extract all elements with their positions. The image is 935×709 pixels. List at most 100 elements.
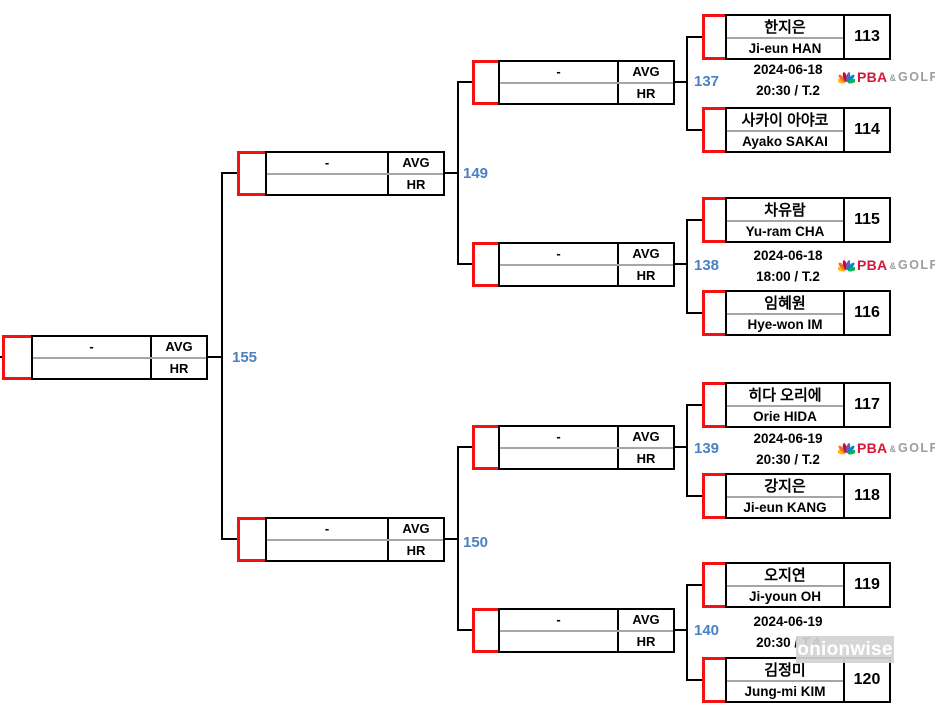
score-value: - — [324, 155, 330, 171]
final-match-box: - AVG HR — [2, 335, 208, 380]
score-row-bottom: HR — [500, 631, 673, 652]
match-139-score-panel: - AVG HR — [498, 425, 675, 470]
winner-tab — [237, 151, 265, 196]
connector-line — [686, 495, 702, 497]
avg-label: AVG — [617, 427, 673, 447]
match-137-score-panel: - AVG HR — [498, 60, 675, 105]
connector-line — [686, 584, 688, 681]
logo-golf-text: GOLF — [897, 70, 935, 84]
connector-line — [457, 81, 459, 265]
hr-label: HR — [617, 448, 673, 468]
score-value-empty — [500, 449, 617, 469]
player-names: 임혜원 Hye-won IM — [727, 292, 845, 334]
score-row-top: - AVG — [500, 244, 673, 266]
player-panel: 사카이 아야코 Ayako SAKAI 114 — [725, 107, 891, 153]
score-row-bottom: HR — [500, 448, 673, 469]
semifinal-1-box: - AVG HR — [237, 151, 445, 196]
connector-line — [675, 263, 688, 265]
nbc-peacock-icon — [838, 259, 855, 272]
player-names: 한지은 Ji-eun HAN — [727, 16, 845, 58]
connector-line — [445, 538, 459, 540]
semifinal-2-score-panel: - AVG HR — [265, 517, 445, 562]
logo-pba-text: PBA — [857, 257, 888, 273]
connector-line — [457, 446, 472, 448]
connector-line — [686, 129, 702, 131]
match-number-semifinal-2: 150 — [463, 534, 489, 551]
winner-tab — [702, 107, 725, 153]
player-name-en: Hye-won IM — [747, 317, 823, 332]
player-names: 사카이 아야코 Ayako SAKAI — [727, 109, 845, 151]
score-value-empty — [267, 175, 387, 195]
logo-pba-text: PBA — [857, 440, 888, 456]
match-number-140: 140 — [694, 622, 720, 639]
logo-pba-text: PBA — [857, 69, 888, 85]
connector-line — [221, 172, 223, 540]
player-seed: 114 — [854, 121, 880, 138]
player-panel: 강지은 Ji-eun KANG 118 — [725, 473, 891, 519]
match-138-date: 2024-06-18 — [753, 248, 823, 263]
score-row-top: - AVG — [500, 610, 673, 632]
match-137-date: 2024-06-18 — [753, 62, 823, 77]
player-panel: 차유람 Yu-ram CHA 115 — [725, 197, 891, 243]
score-value-empty — [500, 632, 617, 652]
score-value: - — [556, 612, 561, 628]
avg-label: AVG — [617, 244, 673, 264]
match-number-138: 138 — [694, 257, 720, 274]
player-name-en: Ji-youn OH — [748, 589, 821, 604]
connector-line — [686, 36, 702, 38]
winner-tab — [702, 473, 725, 519]
score-row-bottom: HR — [500, 83, 673, 104]
connector-line — [686, 36, 688, 131]
match-138-time: 18:00 / T.2 — [756, 269, 820, 284]
score-value-empty — [500, 84, 617, 104]
avg-label: AVG — [387, 153, 443, 173]
semifinal-2-box: - AVG HR — [237, 517, 445, 562]
score-value: - — [556, 64, 561, 80]
player-name-kr: 히다 오리에 — [727, 384, 843, 407]
connector-line — [686, 404, 702, 406]
match-number-137: 137 — [694, 73, 720, 90]
player-name-kr: 임혜원 — [727, 292, 843, 315]
connector-line — [221, 538, 237, 540]
player-card-116: 임혜원 Hye-won IM 116 — [702, 290, 891, 336]
score-value-empty — [267, 541, 387, 561]
player-seed: 113 — [854, 28, 880, 45]
player-seed: 116 — [854, 304, 880, 321]
connector-line — [457, 446, 459, 631]
hr-label: HR — [617, 83, 673, 103]
logo-ampersand: & — [889, 72, 896, 83]
avg-label: AVG — [617, 610, 673, 630]
player-names: 오지연 Ji-youn OH — [727, 564, 845, 606]
final-score-panel: - AVG HR — [31, 335, 208, 380]
winner-tab — [702, 14, 725, 60]
match-138-box: - AVG HR — [472, 242, 675, 287]
player-card-114: 사카이 아야코 Ayako SAKAI 114 — [702, 107, 891, 153]
winner-tab — [702, 290, 725, 336]
match-138-score-panel: - AVG HR — [498, 242, 675, 287]
player-name-kr: 한지은 — [727, 16, 843, 39]
avg-label: AVG — [150, 337, 206, 357]
hr-label: HR — [617, 631, 673, 651]
score-row-top: - AVG — [500, 62, 673, 84]
player-panel: 김정미 Jung-mi KIM 120 — [725, 657, 891, 703]
winner-tab — [2, 335, 31, 380]
score-value: - — [556, 429, 561, 445]
connector-line — [686, 679, 702, 681]
player-name-kr: 오지연 — [727, 564, 843, 587]
match-number-final: 155 — [232, 349, 258, 366]
player-seed: 120 — [853, 671, 881, 688]
winner-tab — [472, 242, 498, 287]
score-row-top: - AVG — [267, 153, 443, 175]
match-137-time: 20:30 / T.2 — [756, 83, 820, 98]
pba-golf-logo: PBA & GOLF — [838, 68, 935, 86]
connector-line — [457, 629, 472, 631]
player-name-kr: 차유람 — [727, 199, 843, 222]
match-140-box: - AVG HR — [472, 608, 675, 653]
hr-label: HR — [387, 174, 443, 194]
player-name-en: Orie HIDA — [753, 409, 817, 424]
player-seed: 118 — [854, 487, 880, 504]
player-panel: 히다 오리에 Orie HIDA 117 — [725, 382, 891, 428]
connector-line — [208, 356, 223, 358]
player-card-115: 차유람 Yu-ram CHA 115 — [702, 197, 891, 243]
